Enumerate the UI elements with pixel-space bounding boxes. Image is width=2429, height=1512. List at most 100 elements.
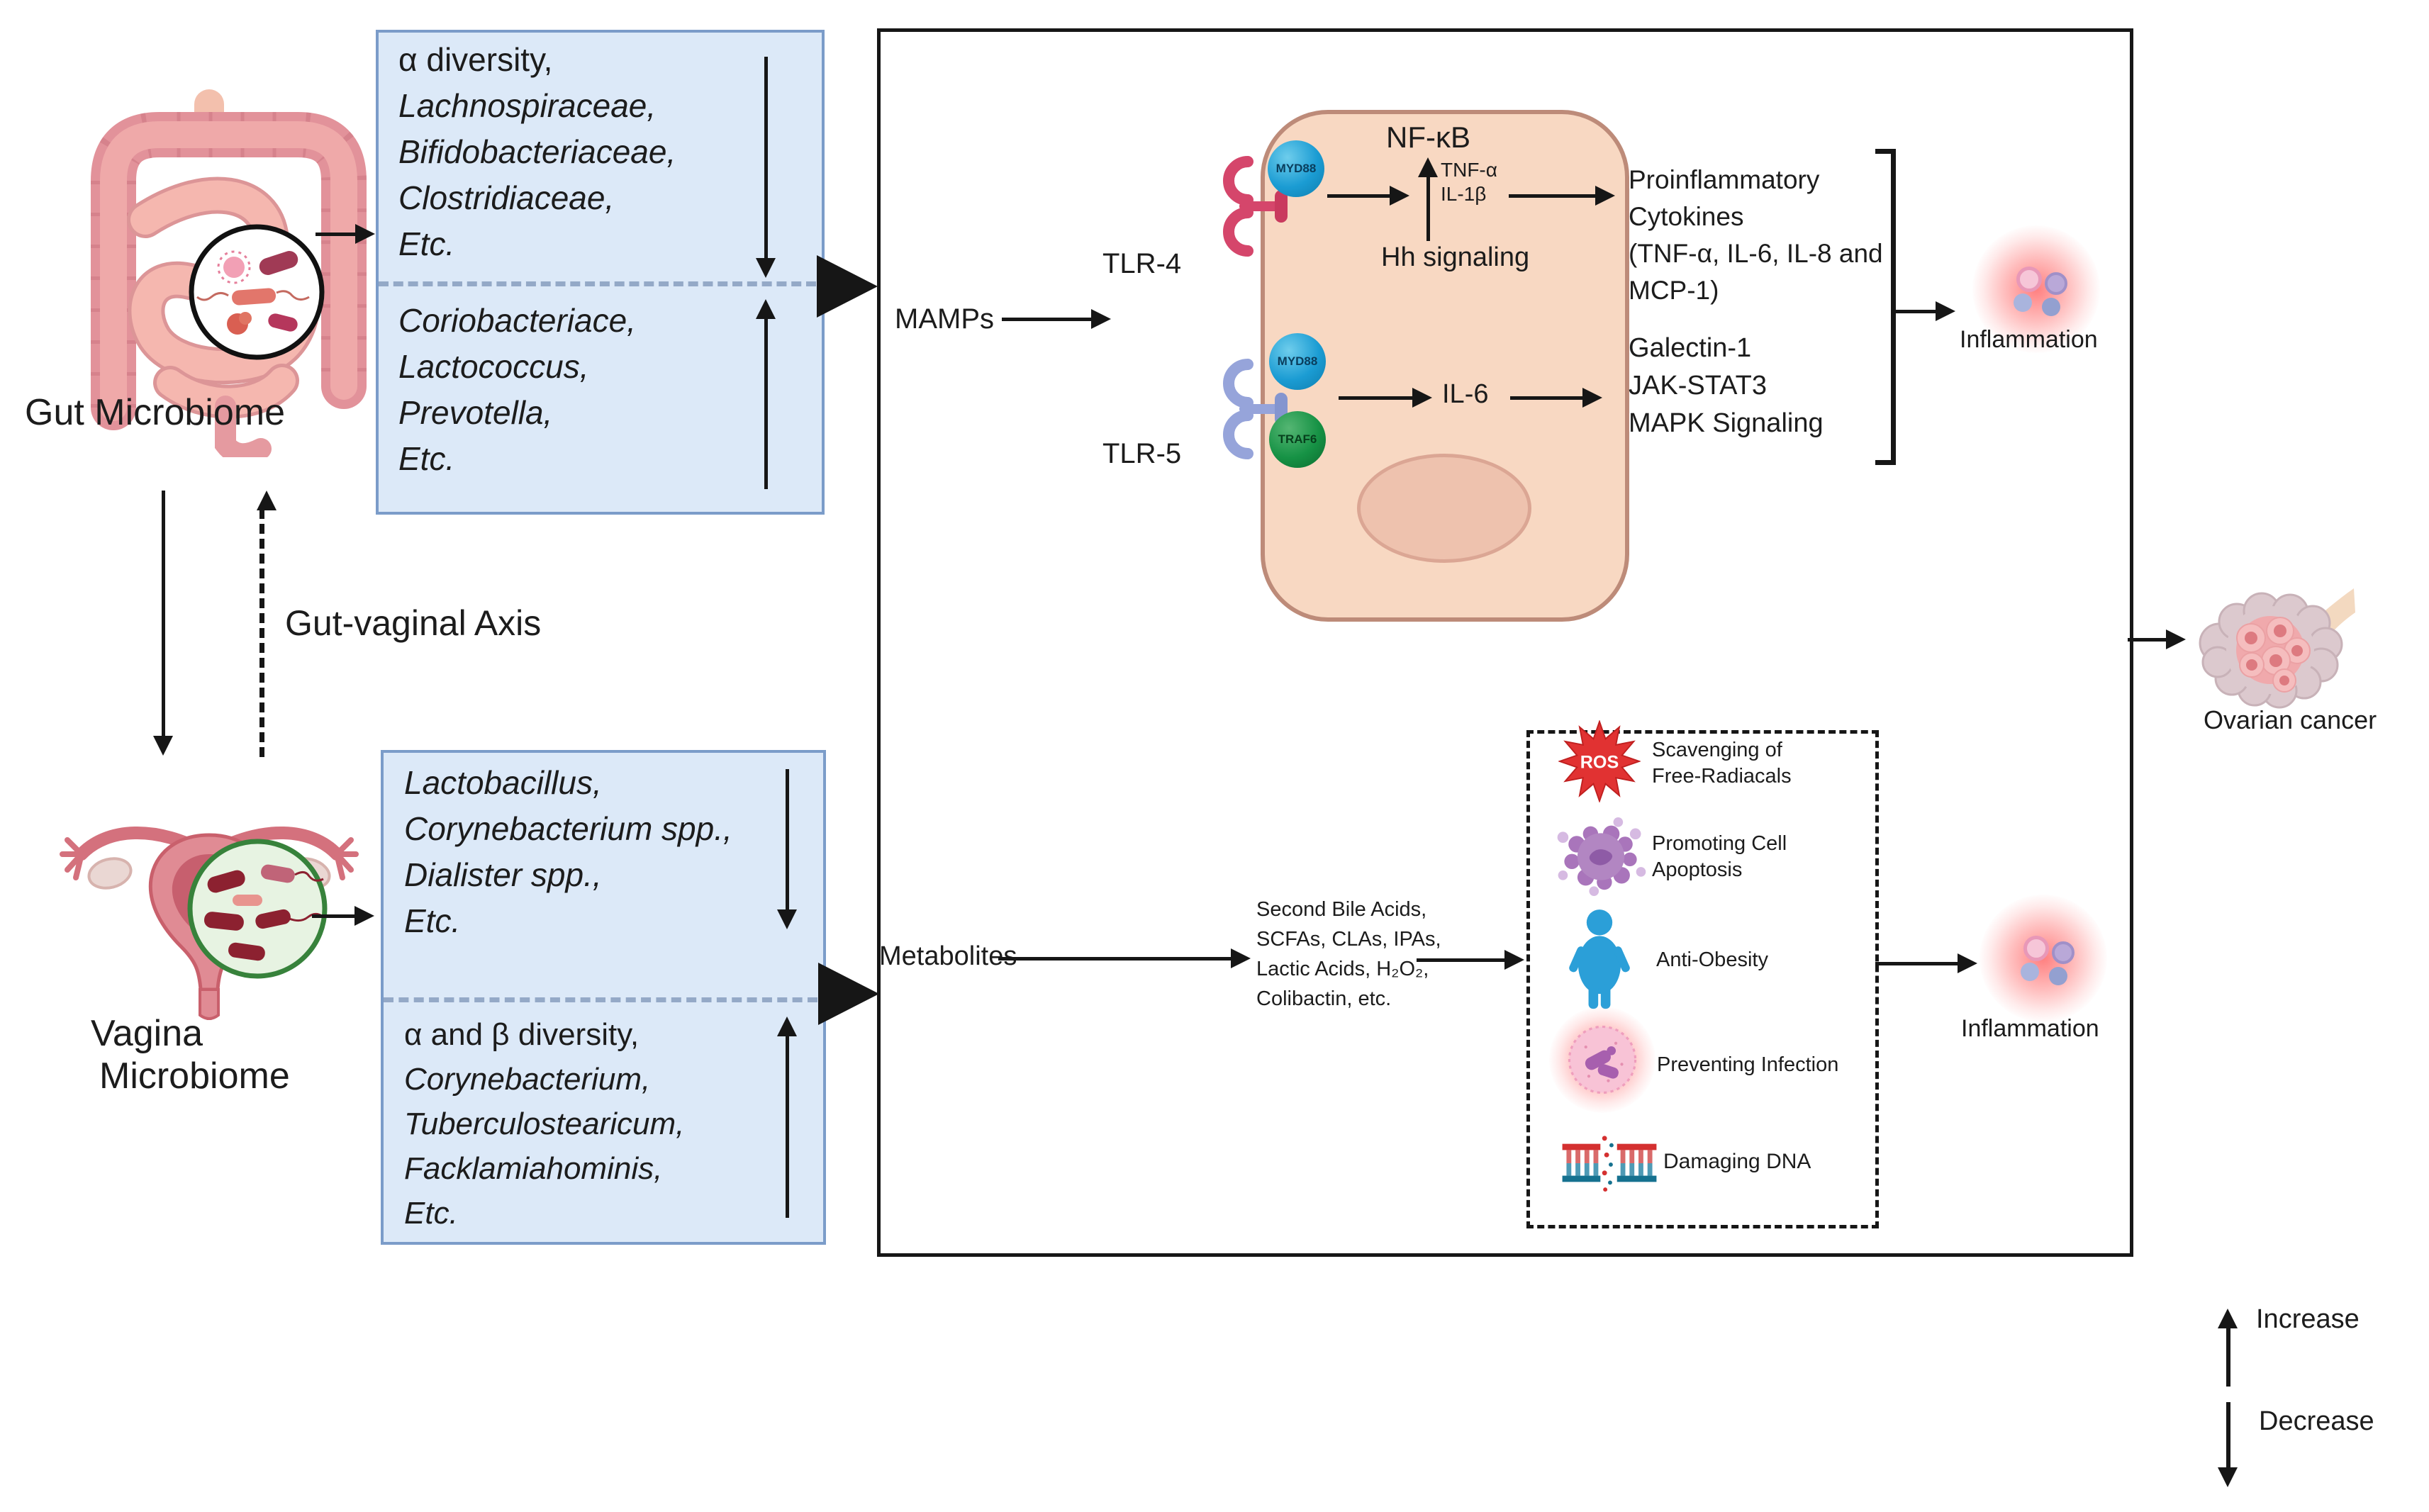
taxa-line: Corynebacterium spp., [404,810,732,847]
uterus-icon [60,826,359,1020]
immune-cell [2021,963,2039,981]
arrow-list-to-effects [1417,950,1524,970]
metabolites-label: Metabolites [879,941,1017,971]
taxa-line: Etc. [404,1196,458,1231]
tlr4-label: TLR-4 [1102,248,1182,279]
apoptosis-icon [1557,817,1646,896]
arrow-nfkb-to-cytokines [1509,186,1615,206]
metabolite-effects-box [1526,730,1879,1228]
taxa-line: Prevotella, [398,394,553,431]
taxa-line: α diversity, [398,41,553,78]
increase-arrow-vagina [777,1017,797,1218]
damaging-dna-label: Damaging DNA [1663,1150,1811,1173]
arrow-vagina-to-vaginabox [312,906,374,926]
tlr5-receptor-icon [1223,359,1288,459]
hh-signaling-label: Hh signaling [1381,242,1530,272]
inflammation-icon [1972,225,2100,353]
metabolite-line: Colibactin, etc. [1256,987,1392,1010]
output-line: JAK-STAT3 [1629,371,1767,401]
pathway-box [877,28,2133,1257]
taxa-line: Etc. [404,902,461,939]
output-line: MAPK Signaling [1629,408,1824,438]
metabolite-line: SCFAs, CLAs, IPAs, [1256,928,1441,951]
arrow-effects-to-inflammation [1875,953,1977,973]
myd88-protein: MYD88 [1268,140,1324,197]
myd88-label: MYD88 [1275,162,1317,175]
tlr5-label: TLR-5 [1102,438,1182,469]
tlr4-receptor-icon [1223,156,1288,257]
arrow-il6-to-signaling [1510,388,1602,408]
ros-icon: ROS [1558,720,1641,802]
output-line: Cytokines [1629,202,1744,231]
signaling-pathways-text: Galectin-1 JAK-STAT3 MAPK Signaling [1629,330,1824,442]
mamps-label: MAMPs [895,303,994,335]
immune-cell [2049,967,2067,985]
immune-cell [2045,272,2067,295]
ovarian-cancer-label: Ovarian cancer [2204,705,2377,734]
metabolite-list: Second Bile Acids, SCFAs, CLAs, IPAs, La… [1256,895,1441,1014]
arrow-hh-to-nfkb [1418,157,1438,241]
gut-taxa-box [376,30,825,515]
anti-obesity-icon [1569,909,1630,1009]
inflammation-bottom-label: Inflammation [1961,1015,2099,1042]
arrow-metabolites-to-list [998,948,1251,968]
taxa-line: Bifidobacteriaceae, [398,133,676,170]
legend-increase-arrow [2218,1309,2238,1387]
immune-cell [2014,293,2032,312]
dashed-arrow-vagina-to-gut [257,491,277,757]
vagina-decreased-list: Lactobacillus, Corynebacterium spp., Dia… [404,760,732,944]
ovarian-cancer-icon [2199,588,2355,709]
taxa-line: Coriobacteriace, [398,302,636,339]
gut-intestine-icon [91,89,367,457]
legend-increase-label: Increase [2256,1304,2360,1334]
ros-badge: ROS [1580,753,1619,773]
inflammation-top-label: Inflammation [1960,326,2098,353]
effect-line: Free-Radiacals [1652,765,1792,788]
vagina-box-divider [384,997,817,1002]
taxa-line: Tuberculostearicum, [404,1107,685,1141]
gut-increased-list: Coriobacteriace, Lactococcus, Prevotella… [398,298,636,482]
immune-cell [2042,298,2060,316]
output-line: MCP-1) [1629,276,1719,305]
arrow-mamps-to-cell [1002,309,1111,329]
traf6-label: TRAF6 [1278,432,1317,446]
myd88-protein: MYD88 [1269,333,1326,390]
taxa-line: Facklamiahominis, [404,1151,663,1186]
il1b-label: IL-1β [1441,183,1487,205]
taxa-line: Lachnospiraceae, [398,87,657,124]
vagina-increased-list: α and β diversity, Corynebacterium, Tube… [404,1012,684,1236]
taxa-line: Etc. [398,225,455,262]
arrow-gutbox-to-bigbox [817,255,878,318]
arrow-myd88-to-nfkb [1327,186,1409,206]
gut-decreased-list: α diversity, Lachnospiraceae, Bifidobact… [398,37,676,267]
vagina-label-line: Vagina [91,1013,203,1054]
damaging-dna-icon [1562,1136,1657,1192]
immune-cell [2023,936,2049,961]
cell-nucleus [1357,454,1531,563]
taxa-line: Corynebacterium, [404,1062,651,1097]
vagina-label-line: Microbiome [99,1055,290,1097]
decrease-arrow-gut [756,57,776,278]
outputs-bracket [1875,149,1896,465]
metabolite-line: Lactic Acids, H₂O₂, [1256,958,1429,980]
preventing-infection-icon [1549,1007,1655,1113]
effect-line: Promoting Cell [1652,832,1787,855]
vagina-microbiome-label: Vagina Microbiome [91,1012,290,1097]
scavenging-label: Scavenging of Free-Radiacals [1652,737,1792,790]
inflammation-icon [1980,895,2107,1022]
effect-line: Scavenging of [1652,739,1782,761]
output-line: Galectin-1 [1629,333,1752,363]
output-line: Proinflammatory [1629,165,1820,194]
immune-cell [2016,267,2042,292]
taxa-line: Lactobacillus, [404,764,602,801]
tnfa-label: TNF-α [1441,159,1497,181]
taxa-line: Lactococcus, [398,348,589,385]
decrease-arrow-vagina [777,769,797,929]
myd88-label: MYD88 [1277,354,1318,368]
taxa-line: α and β diversity, [404,1017,640,1052]
legend-decrease-label: Decrease [2259,1406,2374,1436]
apoptosis-label: Promoting Cell Apoptosis [1652,831,1787,883]
arrow-bracket-to-inflammation [1896,301,1955,321]
gut-vaginal-axis-label: Gut-vaginal Axis [285,603,542,643]
arrow-gut-to-gutbox [316,224,375,244]
